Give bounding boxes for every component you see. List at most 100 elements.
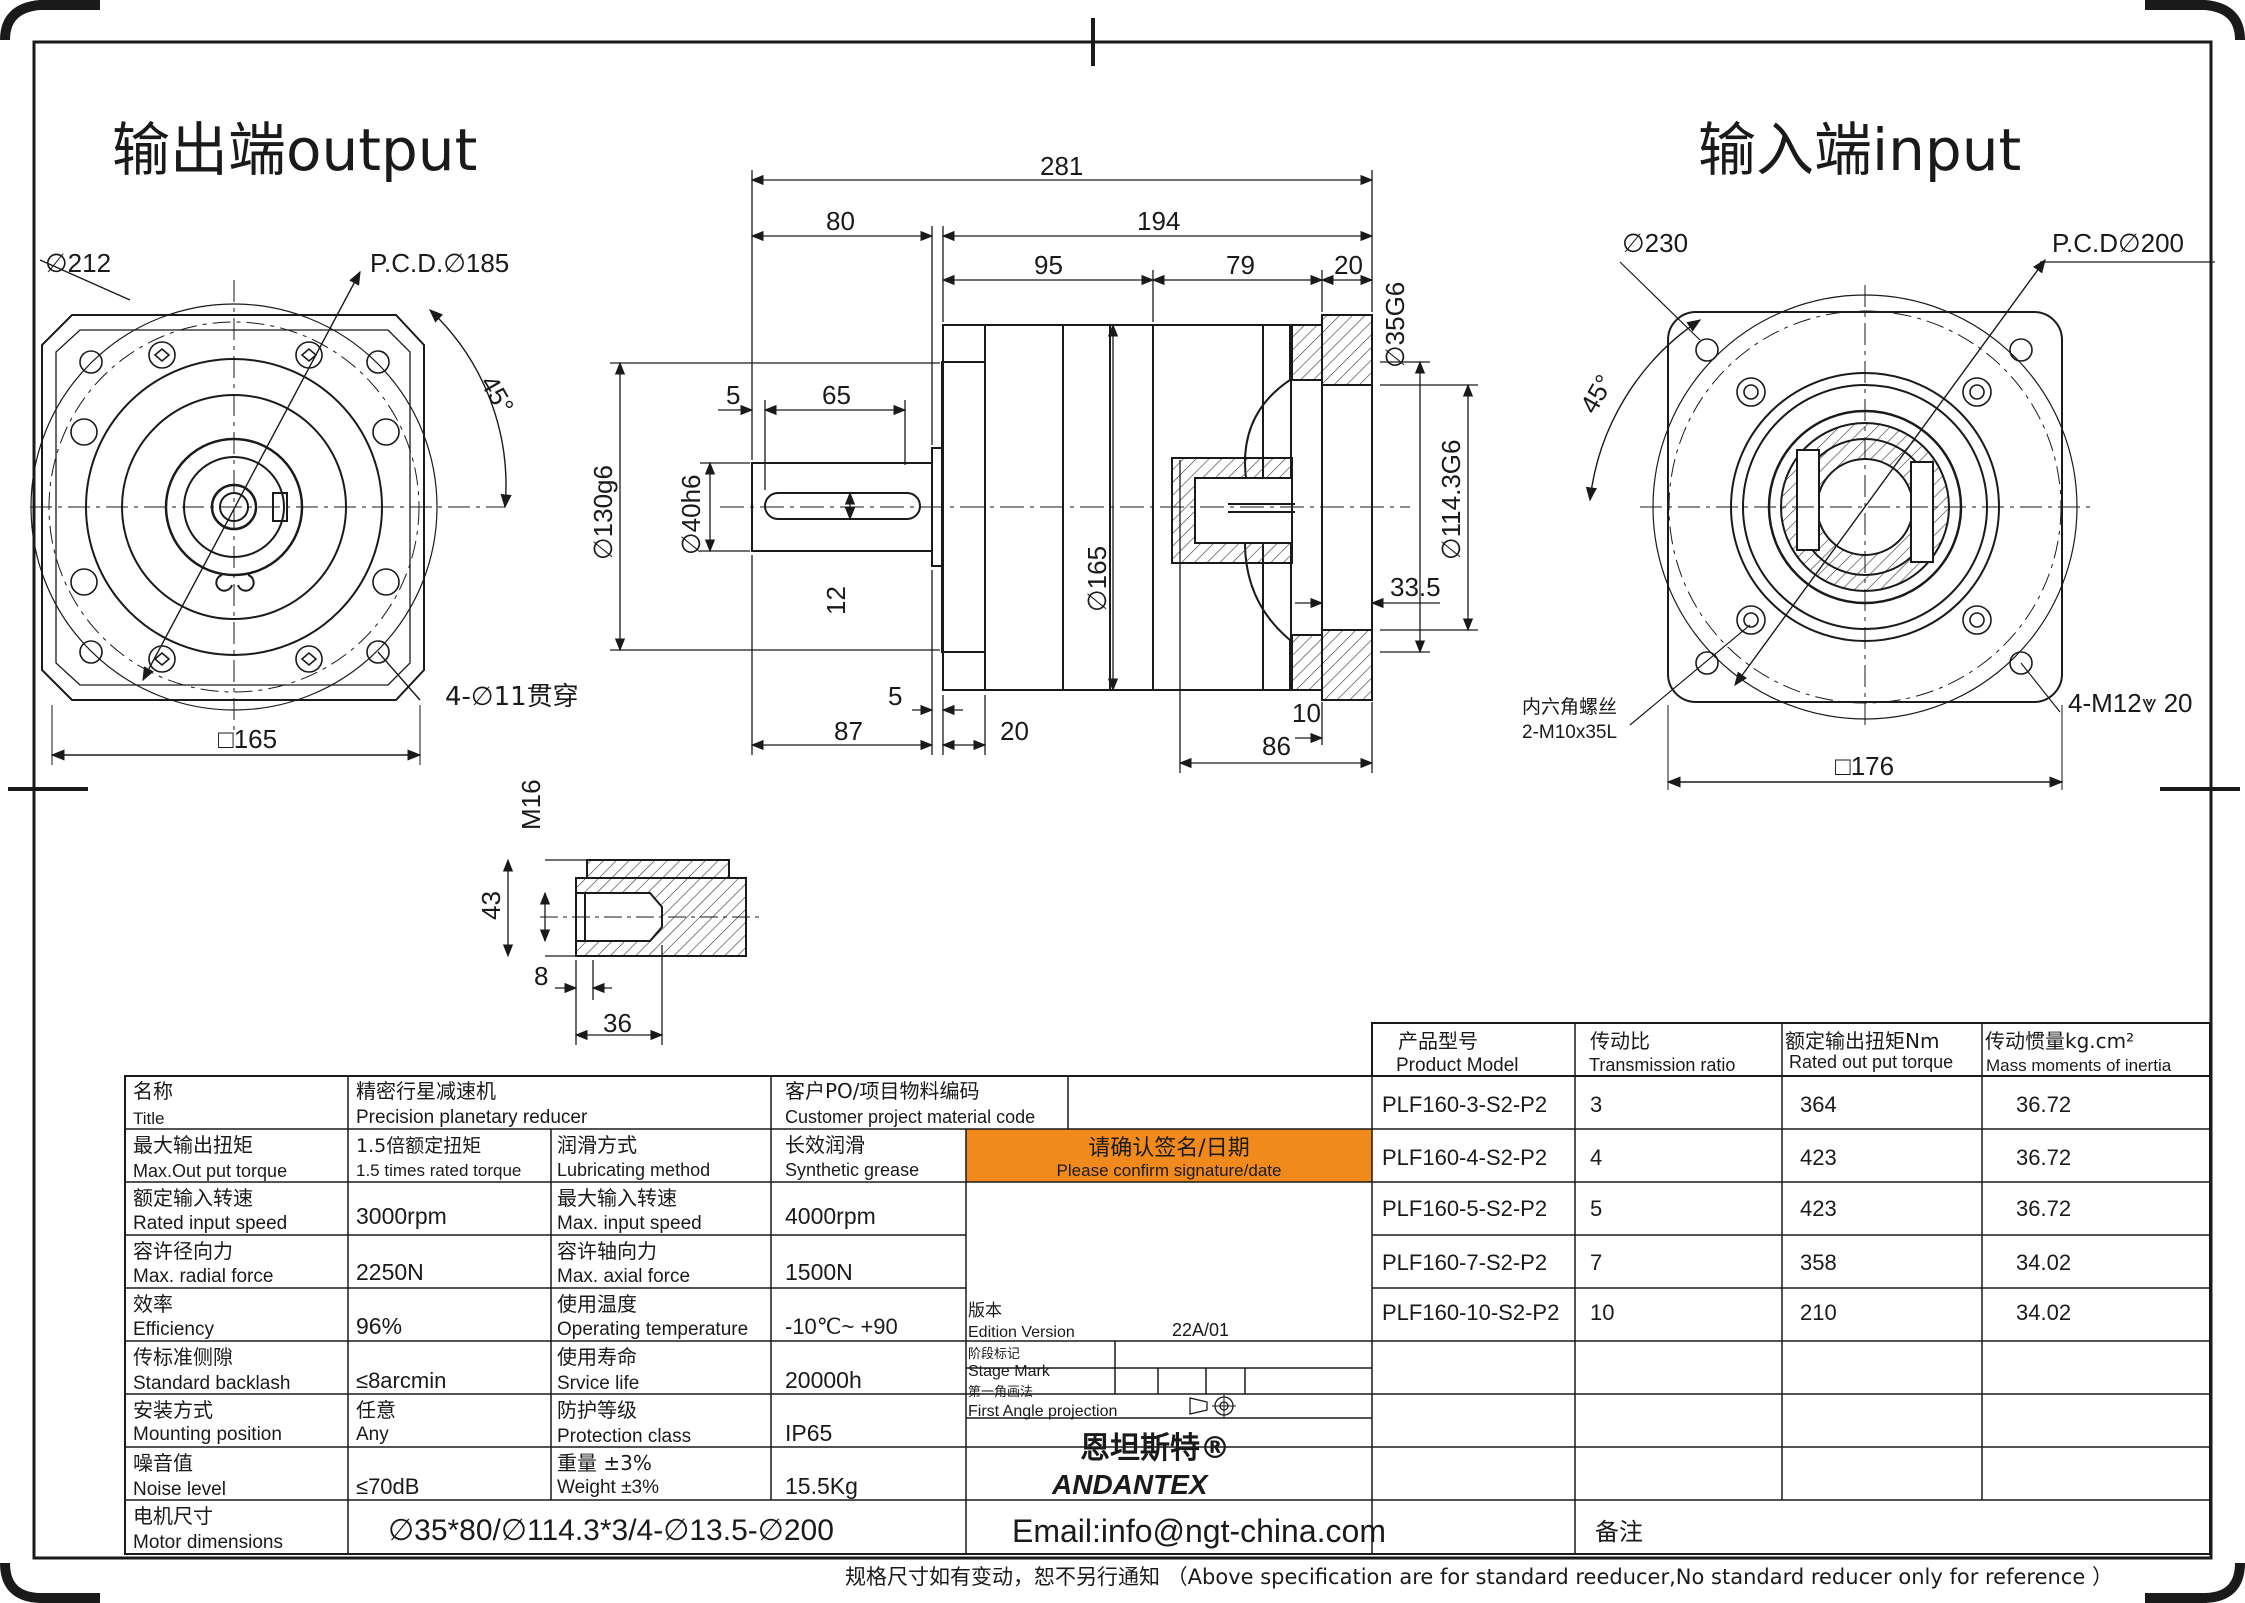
spec-axial-v: 1500N [785, 1259, 853, 1285]
model-header-torque-cn: 额定输出扭矩Nm [1785, 1029, 1939, 1053]
model-cell: PLF160-7-S2-P2 [1382, 1250, 1547, 1275]
spec-max-speed-v: 4000rpm [785, 1203, 876, 1229]
brand-en: ANDANTEX [1051, 1469, 1210, 1500]
dim-in-dia: ∅230 [1622, 228, 1688, 258]
dim-in-pcd: P.C.D∅200 [2052, 228, 2184, 258]
dim-20a: 20 [1334, 250, 1363, 280]
spec-customer-cn: 客户PO/项目物料编码 [785, 1079, 980, 1103]
confirm-cn: 请确认签名/日期 [1088, 1136, 1249, 1161]
remark: 备注 [1595, 1518, 1643, 1546]
ratio-cell: 5 [1590, 1196, 1602, 1221]
thread-detail-view [502, 858, 760, 1045]
dim-35: ∅35G6 [1380, 282, 1410, 368]
spec-title-v2: Precision planetary reducer [356, 1107, 588, 1128]
edition-v: 22A/01 [1172, 1320, 1229, 1340]
side-view-dimensions: 281 80 194 95 79 20 5 65 ∅130g6 ∅40h6 12… [588, 151, 1466, 761]
spec-weight-cn: 重量 ±3% [557, 1451, 652, 1475]
spec-backlash-en: Standard backlash [133, 1373, 290, 1394]
spec-protect-v: IP65 [785, 1420, 832, 1446]
spec-rated-speed-cn: 额定输入转速 [133, 1186, 253, 1210]
spec-temp-en: Operating temperature [557, 1319, 748, 1340]
inertia-cell: 36.72 [2016, 1196, 2071, 1221]
spec-lube-v2: Synthetic grease [785, 1160, 919, 1180]
model-cell: PLF160-10-S2-P2 [1382, 1300, 1559, 1325]
input-title: 输入端input [1698, 116, 2021, 184]
dim-5a: 5 [726, 380, 740, 410]
ratio-cell: 10 [1590, 1300, 1614, 1325]
model-header-inertia-cn: 传动惯量kg.cm² [1985, 1029, 2134, 1053]
output-end-view [30, 259, 512, 765]
table-row: PLF160-3-S2-P2 3 364 36.72 [1382, 1092, 2071, 1117]
spec-life-cn: 使用寿命 [557, 1345, 637, 1369]
spec-torque-v: 1.5倍额定扭矩 [356, 1135, 481, 1157]
model-header-model-cn: 产品型号 [1398, 1029, 1478, 1053]
spec-noise-en: Noise level [133, 1479, 226, 1500]
spec-backlash-cn: 传标准侧隙 [133, 1345, 233, 1369]
dim-out-angle: 45° [474, 370, 520, 419]
model-header-model-en: Product Model [1396, 1055, 1519, 1076]
model-header-torque-en: Rated out put torque [1789, 1052, 1953, 1072]
dim-8: 8 [534, 961, 548, 991]
input-end-view [1585, 258, 2215, 790]
spec-lube-cn: 润滑方式 [557, 1133, 637, 1157]
spec-motor-cn: 电机尺寸 [133, 1504, 213, 1528]
spec-torque-en: Max.Out put torque [133, 1161, 287, 1181]
model-cell: PLF160-5-S2-P2 [1382, 1196, 1547, 1221]
spec-backlash-v: ≤8arcmin [356, 1368, 446, 1393]
spec-weight-v: 15.5Kg [785, 1473, 858, 1499]
dim-114: ∅114.3G6 [1436, 440, 1466, 560]
dim-194: 194 [1137, 206, 1180, 236]
table-row: PLF160-10-S2-P2 10 210 34.02 [1382, 1300, 2071, 1325]
spec-motor-en: Motor dimensions [133, 1532, 283, 1553]
torque-cell: 423 [1800, 1196, 1837, 1221]
brand-cn: 恩坦斯特® [1080, 1431, 1230, 1466]
ratio-cell: 7 [1590, 1250, 1602, 1275]
ratio-cell: 3 [1590, 1092, 1602, 1117]
dim-in-holes: 4-M12⩔ 20 [2068, 688, 2193, 718]
spec-table-text: 名称 Title 精密行星减速机 Precision planetary red… [133, 1079, 1643, 1553]
spec-rated-speed-v: 3000rpm [356, 1203, 447, 1229]
spec-customer-en: Customer project material code [785, 1107, 1035, 1127]
dim-in-screw-cn: 内六角螺丝 [1522, 696, 1617, 718]
model-cell: PLF160-3-S2-P2 [1382, 1092, 1547, 1117]
spec-radial-cn: 容许径向力 [133, 1239, 233, 1263]
spec-mount-cn: 安装方式 [133, 1398, 213, 1422]
spec-torque-v2: 1.5 times rated torque [356, 1161, 521, 1180]
model-header-inertia-en: Mass moments of inertia [1986, 1056, 2172, 1075]
model-table: 产品型号 Product Model 传动比 Transmission rati… [1382, 1029, 2172, 1325]
dim-86: 86 [1262, 731, 1291, 761]
dim-out-holes: 4-∅11贯穿 [445, 682, 579, 712]
dim-80: 80 [826, 206, 855, 236]
torque-cell: 210 [1800, 1300, 1837, 1325]
dim-5b: 5 [888, 681, 902, 711]
spec-axial-cn: 容许轴向力 [557, 1239, 657, 1263]
dim-43: 43 [476, 891, 506, 920]
dim-10: 10 [1292, 698, 1321, 728]
projection-en: First Angle projection [968, 1403, 1117, 1420]
spec-max-speed-en: Max. input speed [557, 1213, 702, 1234]
spec-eff-v: 96% [356, 1313, 402, 1339]
spec-torque-cn: 最大输出扭矩 [133, 1133, 253, 1157]
model-header-ratio-cn: 传动比 [1590, 1029, 1650, 1053]
table-row: PLF160-5-S2-P2 5 423 36.72 [1382, 1196, 2071, 1221]
spec-protect-cn: 防护等级 [557, 1398, 637, 1422]
torque-cell: 358 [1800, 1250, 1837, 1275]
stage-en: Stage Mark [968, 1363, 1051, 1380]
torque-cell: 423 [1800, 1145, 1837, 1170]
dim-12: 12 [821, 586, 851, 615]
confirm-banner [966, 1129, 1372, 1182]
spec-title-cn: 名称 [133, 1079, 173, 1103]
model-cell: PLF160-4-S2-P2 [1382, 1145, 1547, 1170]
spec-radial-en: Max. radial force [133, 1266, 273, 1287]
email: Email:info@ngt-china.com [1012, 1513, 1386, 1549]
output-title: 输出端output [112, 116, 477, 184]
dim-65: 65 [822, 380, 851, 410]
table-row: PLF160-4-S2-P2 4 423 36.72 [1382, 1145, 2071, 1170]
side-section-view [610, 170, 1478, 773]
spec-mount-v: 任意 [356, 1398, 396, 1422]
stage-cn: 阶段标记 [968, 1347, 1020, 1362]
spec-temp-v: -10℃~ +90 [785, 1314, 898, 1339]
spec-rated-speed-en: Rated input speed [133, 1213, 287, 1234]
spec-motor-v: ∅35*80/∅114.3*3/4-∅13.5-∅200 [388, 1514, 834, 1547]
